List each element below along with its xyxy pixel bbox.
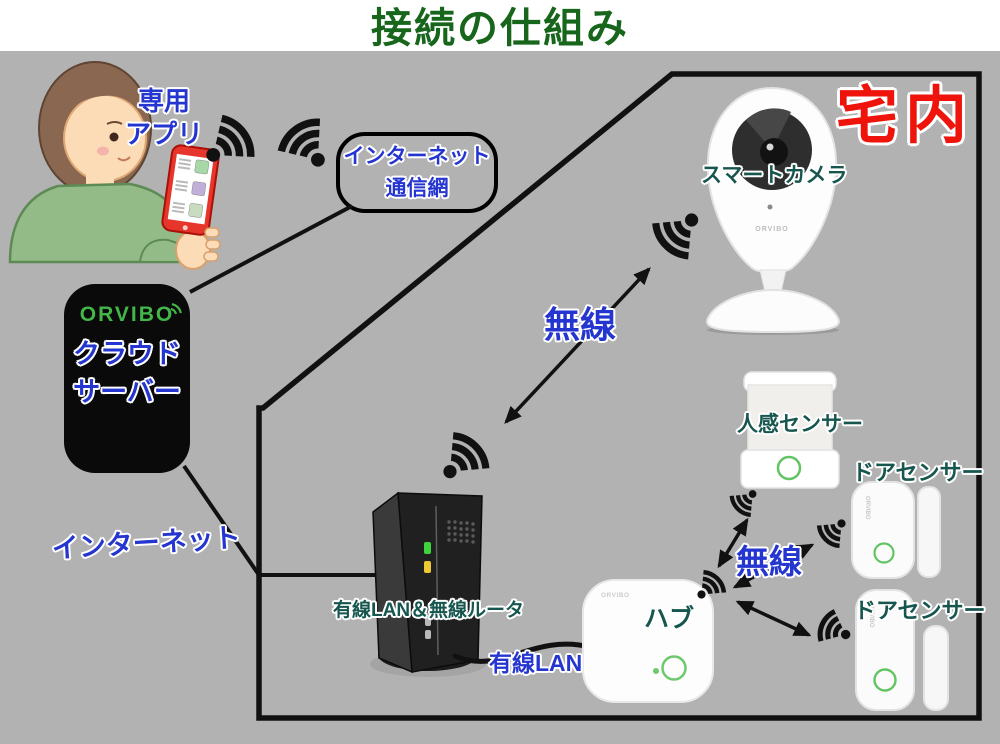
cloud-server-label: クラウド サーバー [73,339,181,407]
wireless-label-camera: 無線 [544,304,617,345]
cloud-server-brand: ORVIBO [79,303,175,326]
door-sensor-top-illustration: ORVIBO [851,481,941,579]
lan-cable [452,641,593,664]
door-sensor-top-label: ドアセンサー [852,460,984,485]
smart-camera-label: スマートカメラ [701,164,848,187]
wifi-icon-door-sensor-top [819,519,846,546]
hub-illustration: ORVIBO [582,579,714,703]
arrow-hub-motion-sensor [717,517,749,569]
router-illustration [370,491,486,677]
wifi-icon-door-sensor-bottom [813,609,852,648]
line-cloud-to-boundary [182,464,261,577]
phone-app-label: 専用 アプリ [124,86,203,149]
person-illustration [8,61,211,270]
smartphone-illustration [161,144,220,236]
camera-brand-mark: ORVIBO [755,226,789,233]
cloud-server-box [64,284,190,473]
door-sensor-top-brand-mark: ORVIBO [864,496,870,520]
router-vents [447,520,475,544]
page-title: 接続の仕組み [371,5,629,51]
wifi-icon-hub [697,572,724,599]
home-label: 宅内 [836,82,975,151]
motion-sensor-illustration [740,371,840,489]
wireless-arrows [504,267,815,637]
internet-cloud-shape [336,132,498,213]
line-cloud-to-internet-box [189,204,353,294]
door-sensor-bottom-label: ドアセンサー [854,598,986,623]
router-label: 有線LAN＆無線ルータ [333,600,525,621]
hub-label: ハブ [644,605,695,633]
wired-lan-label: 有線LAN [489,650,583,676]
arrow-hub-door-sensor-bottom [735,600,812,637]
wifi-icon-phone [205,117,255,167]
home-boundary [256,71,982,721]
wifi-icon-camera [656,213,698,255]
arrow-camera-router [504,267,651,424]
internet-cloud-label: インターネット 通信網 [343,145,491,200]
arrow-hub-door-sensor-top [732,543,815,589]
wireless-label-sensors: 無線 [736,543,802,580]
camera-illustration: ORVIBO [706,86,840,335]
door-sensor-bottom-brand-mark: ORVIBO [868,604,874,628]
wifi-icon-motion-sensor [732,490,757,515]
cloud-brand-wifi-mark [170,303,182,315]
internet-lines [182,204,388,577]
wifi-icon-internet-cloud [280,118,330,168]
door-sensor-bottom-illustration: ORVIBO [855,589,949,711]
hub-brand-mark: ORVIBO [601,592,630,599]
hand-fingers [203,227,221,262]
wifi-icon-router [443,436,485,478]
motion-sensor-label: 人感センサー [737,413,863,436]
